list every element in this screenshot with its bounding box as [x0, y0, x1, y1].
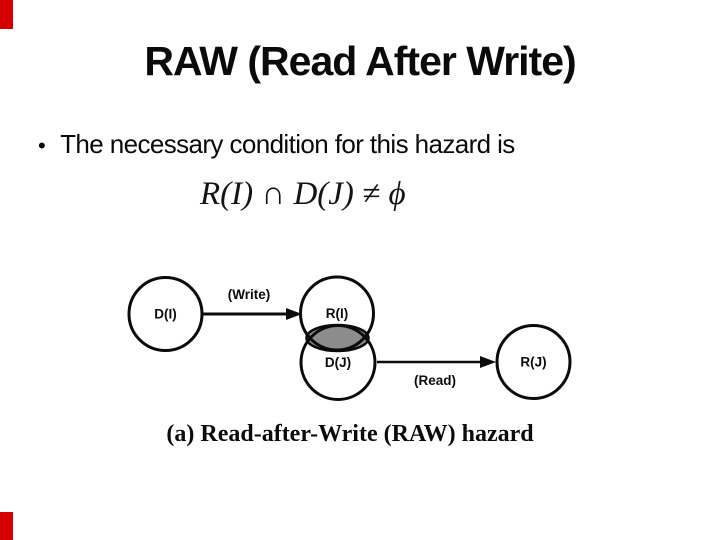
bullet-line: • The necessary condition for this hazar…: [38, 129, 515, 160]
node-label-r-i: R(I): [326, 306, 349, 321]
slide-corner-marker-bottom: [0, 512, 13, 540]
hazard-condition-formula: R(I) ∩ D(J) ≠ ϕ: [200, 176, 406, 212]
bullet-text: The necessary condition for this hazard …: [60, 129, 515, 159]
write-arrowhead-icon: [286, 308, 302, 320]
node-label-r-j: R(J): [520, 355, 546, 370]
edge-label-write: (Write): [228, 287, 271, 302]
edge-label-read: (Read): [414, 373, 456, 388]
node-label-d-j: D(J): [325, 355, 351, 370]
intersection-region: [305, 323, 370, 353]
slide-corner-marker-top: [0, 0, 13, 29]
bullet-marker: •: [38, 133, 46, 158]
slide-title: RAW (Read After Write): [144, 38, 576, 84]
read-arrowhead-icon: [480, 356, 496, 368]
set-circle-d-j: [299, 324, 377, 401]
node-label-d-i: D(I): [154, 307, 177, 322]
set-circle-d-i: [127, 276, 204, 352]
raw-hazard-diagram: D(I) R(I) D(J) R(J) (Write) (Read): [127, 275, 572, 401]
set-circle-r-j: [495, 324, 572, 400]
figure-caption: (a) Read-after-Write (RAW) hazard: [166, 421, 534, 447]
